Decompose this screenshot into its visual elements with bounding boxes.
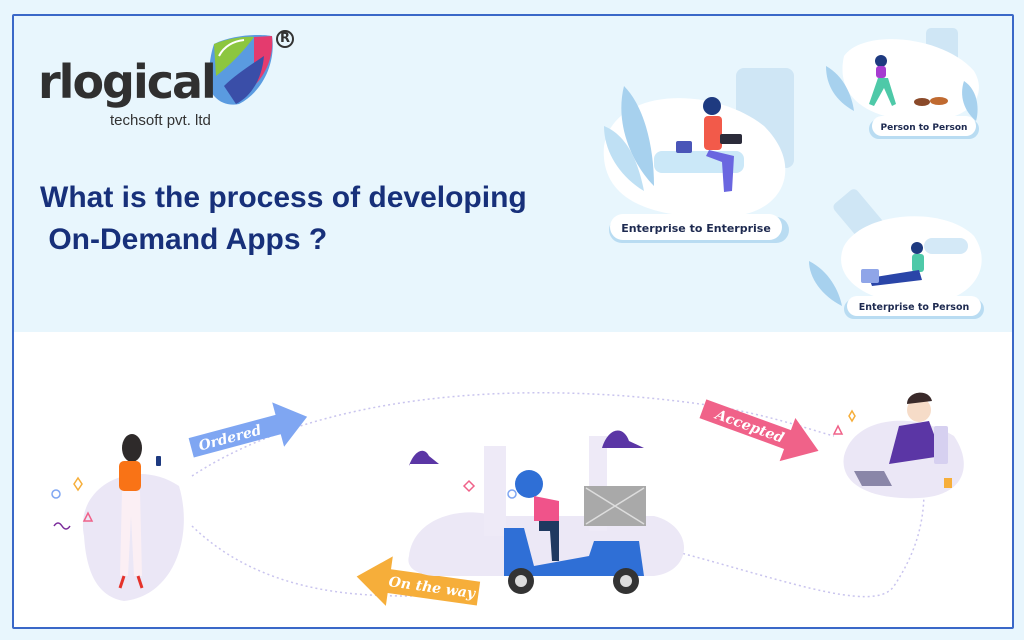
ordered-step-arrow: Ordered [188, 402, 308, 458]
registered-mark: R [276, 30, 294, 48]
merchant-figure [843, 392, 964, 499]
delivery-scooter-figure [408, 430, 684, 594]
category-label-enterprise-to-person: Enterprise to Person [859, 302, 970, 313]
flow-path-bottom-left [191, 525, 415, 597]
brand-logo-wordmark: rlogical [38, 55, 217, 109]
flow-path-bottom-right [653, 490, 925, 598]
enterprise-to-person-card: Enterprise to Person [809, 189, 984, 319]
category-label-enterprise-to-enterprise: Enterprise to Enterprise [621, 222, 771, 235]
accepted-step-arrow: Accepted [699, 399, 819, 462]
banner-frame: Enterprise to Enterprise Person to Perso… [12, 14, 1014, 629]
headline-line-2: On-Demand Apps ? [40, 223, 328, 256]
illustration: Enterprise to Enterprise Person to Perso… [51, 28, 984, 606]
category-label-person-to-person: Person to Person [881, 123, 968, 133]
headline-line-1: What is the process of developing [40, 181, 527, 214]
enterprise-to-enterprise-card: Enterprise to Enterprise [603, 68, 794, 243]
brand-tagline: techsoft pvt. ltd [110, 112, 211, 129]
person-to-person-card: Person to Person [826, 28, 979, 139]
confetti-decoration [51, 409, 856, 530]
logo-leaf-icon [208, 34, 273, 105]
customer-figure [82, 434, 184, 601]
